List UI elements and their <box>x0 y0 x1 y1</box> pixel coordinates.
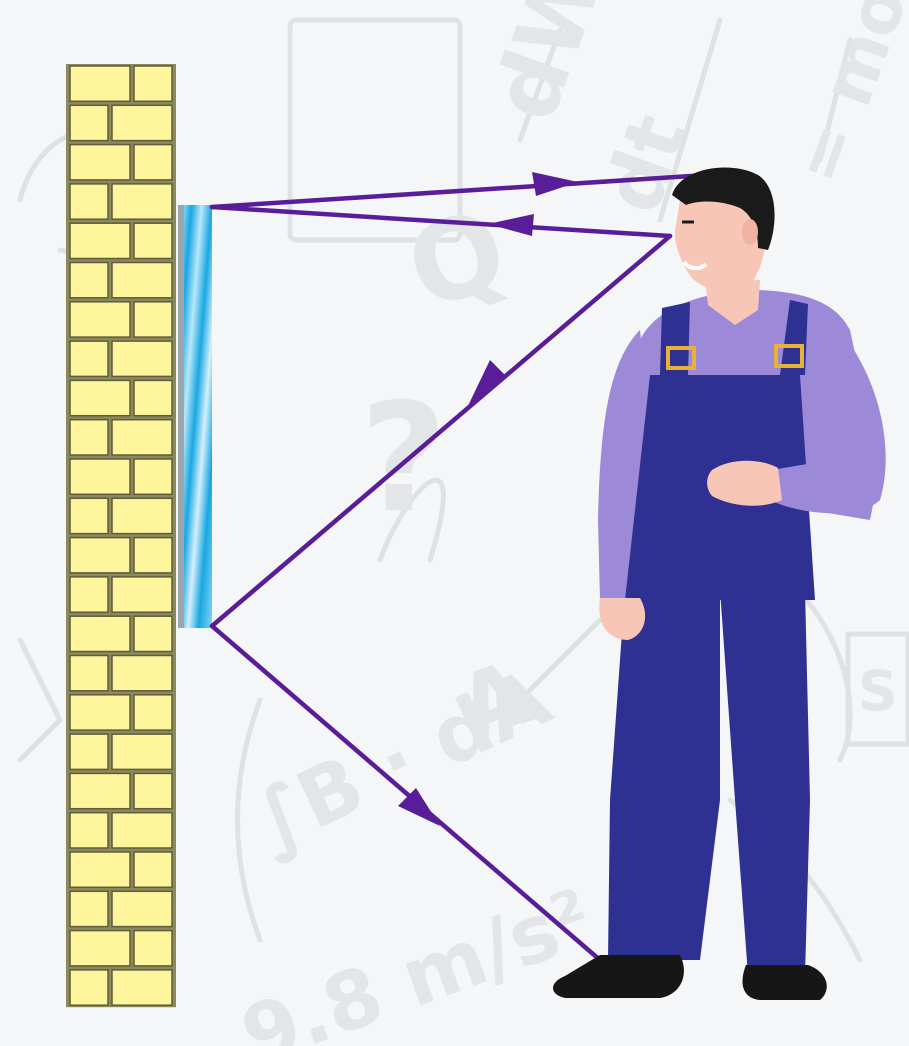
ear <box>742 219 758 245</box>
brick <box>112 341 172 376</box>
brick <box>70 498 108 533</box>
brick <box>134 538 172 573</box>
brick <box>70 263 108 298</box>
watermark-s: S <box>858 659 898 723</box>
brick <box>112 734 172 769</box>
brick <box>112 813 172 848</box>
brick <box>70 931 130 966</box>
plane-mirror <box>178 205 212 628</box>
brick <box>70 734 108 769</box>
right-hand <box>707 461 782 506</box>
brick <box>112 970 172 1005</box>
brick <box>70 341 108 376</box>
brick <box>112 891 172 926</box>
brick <box>70 302 130 337</box>
brick <box>70 773 130 808</box>
brick <box>70 577 108 612</box>
brick <box>70 223 130 258</box>
brick <box>112 498 172 533</box>
brick <box>112 420 172 455</box>
brick <box>134 773 172 808</box>
brick <box>112 577 172 612</box>
brick <box>70 420 108 455</box>
brick <box>134 852 172 887</box>
brick <box>112 263 172 298</box>
brick <box>112 184 172 219</box>
brick <box>134 616 172 651</box>
brick <box>134 145 172 180</box>
brick <box>70 459 130 494</box>
brick <box>70 538 130 573</box>
brick <box>112 105 172 140</box>
brick <box>70 66 130 101</box>
brick <box>134 302 172 337</box>
brick <box>70 616 130 651</box>
brick <box>134 931 172 966</box>
brick <box>134 66 172 101</box>
brick <box>70 813 108 848</box>
right-shoe <box>743 965 827 1000</box>
brick <box>70 695 130 730</box>
brick <box>70 656 108 691</box>
brick <box>134 223 172 258</box>
brick <box>70 970 108 1005</box>
brick <box>70 380 130 415</box>
mirror-frame-edge <box>178 205 184 628</box>
brick <box>70 145 130 180</box>
brick <box>70 891 108 926</box>
brick <box>70 852 130 887</box>
brick <box>134 459 172 494</box>
brick <box>134 380 172 415</box>
watermark-question: ? <box>360 372 447 546</box>
brick-wall <box>66 64 176 1007</box>
brick <box>134 695 172 730</box>
brick <box>70 105 108 140</box>
brick <box>112 656 172 691</box>
brick <box>70 184 108 219</box>
